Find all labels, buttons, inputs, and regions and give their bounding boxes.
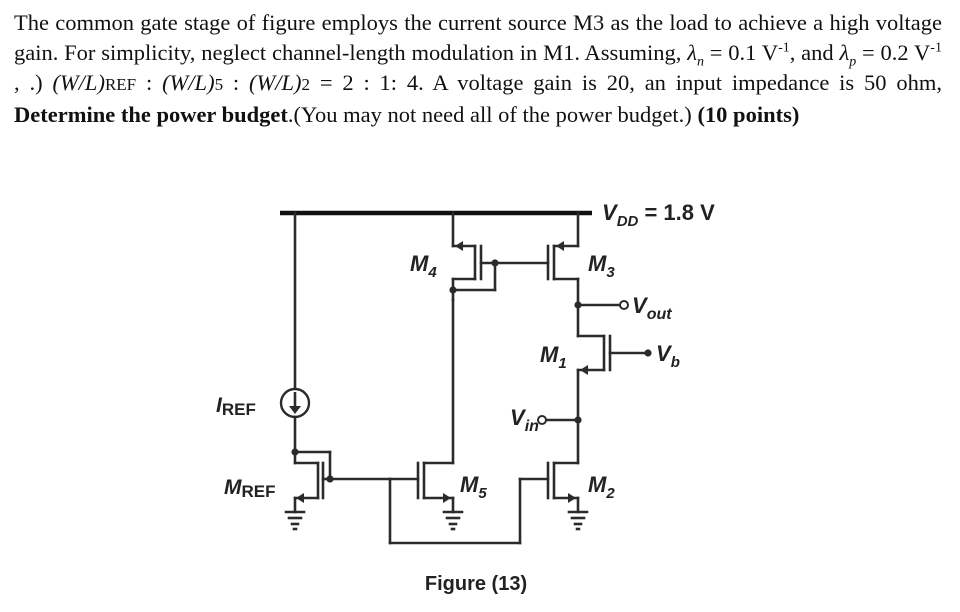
m1-label: M1 (540, 342, 567, 372)
vout-label: Vout (632, 293, 672, 323)
lambda-p-value: = 0.2 V (856, 40, 931, 65)
m4-label: M4 (410, 251, 437, 281)
problem-text-4: .(You may not need all of the power budg… (287, 102, 698, 127)
wl-ref-subscript: REF (104, 75, 137, 94)
problem-text-3: , .) (14, 70, 53, 95)
ratio-separator-2: : (223, 70, 249, 95)
mref-label: MREF (224, 476, 276, 501)
transistor-m3 (546, 211, 580, 338)
lambda-n-symbol: λ (687, 40, 697, 65)
vin-label: Vin (510, 405, 539, 435)
vout-terminal-icon (619, 300, 629, 310)
current-source-icon (279, 387, 311, 419)
m3-label: M3 (588, 251, 615, 281)
problem-statement: The common gate stage of figure employs … (14, 8, 942, 130)
problem-text-1: The common gate stage of figure employs … (14, 10, 942, 65)
wl-2-subscript: 2 (301, 75, 311, 94)
figure-caption: Figure (13) (425, 573, 527, 595)
lambda-n-value: = 0.1 V (703, 40, 779, 65)
wl-5: (W/L) (162, 70, 215, 95)
wl-ref: (W/L) (52, 70, 105, 95)
transistor-m5 (416, 298, 455, 514)
wl-5-subscript: 5 (214, 75, 224, 94)
transistor-m2 (518, 461, 580, 514)
m2-label: M2 (588, 472, 615, 502)
transistor-mref (293, 461, 332, 514)
lambda-p-exponent: -1 (930, 40, 942, 56)
wl-2: (W/L) (249, 70, 302, 95)
transistor-m4 (449, 211, 497, 302)
iref-label: IREF (216, 394, 256, 419)
ground-icon (442, 510, 464, 531)
lambda-p-symbol: λ (839, 40, 850, 65)
vin-terminal-icon (537, 415, 547, 425)
lambda-n-exponent: -1 (778, 40, 790, 56)
vdd-label: VDD = 1.8 V (602, 200, 715, 230)
transistor-m1 (576, 334, 652, 465)
lambda-p-subscript: p (849, 54, 857, 70)
problem-question-bold: Determine the power budget (14, 102, 288, 127)
ratio-and-specs: = 2 : 1: 4. A voltage gain is 20, an inp… (310, 70, 942, 95)
ground-icon (284, 510, 306, 531)
m5-label: M5 (460, 472, 487, 502)
problem-text-2: , and (789, 40, 840, 65)
vb-label: Vb (656, 341, 680, 371)
points-label: (10 points) (697, 102, 800, 127)
ratio-separator-1: : (136, 70, 163, 95)
ground-icon (567, 510, 589, 531)
lambda-n-subscript: n (696, 54, 704, 70)
